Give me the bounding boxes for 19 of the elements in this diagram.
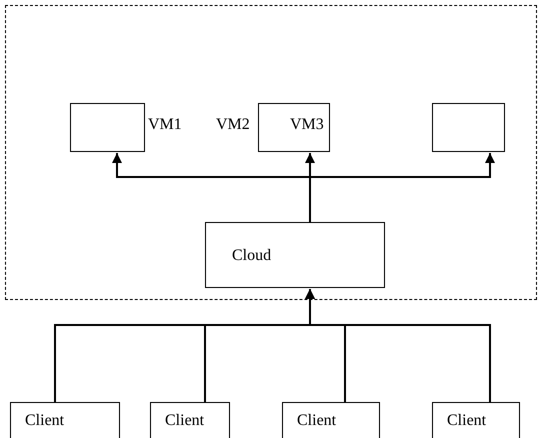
- client-box: [432, 402, 520, 438]
- client-box: [150, 402, 230, 438]
- node-label: Client: [447, 413, 486, 429]
- vm-label: VM3: [290, 117, 324, 133]
- vm-box: [258, 103, 330, 152]
- vm-label: VM1: [148, 117, 182, 133]
- vm-label: VM2: [216, 117, 250, 133]
- node-label: Client: [297, 413, 336, 429]
- cloud-box: [205, 222, 385, 288]
- vm-box: [70, 103, 145, 152]
- node-label: Client: [25, 413, 64, 429]
- client-box: [282, 402, 380, 438]
- arrow: [309, 153, 495, 222]
- vm-box: [432, 103, 505, 152]
- client-box: [10, 402, 120, 438]
- dashed-boundary: [5, 5, 537, 300]
- arrow: [305, 289, 491, 402]
- node-label: Client: [165, 413, 204, 429]
- node-label: Cloud: [232, 248, 272, 264]
